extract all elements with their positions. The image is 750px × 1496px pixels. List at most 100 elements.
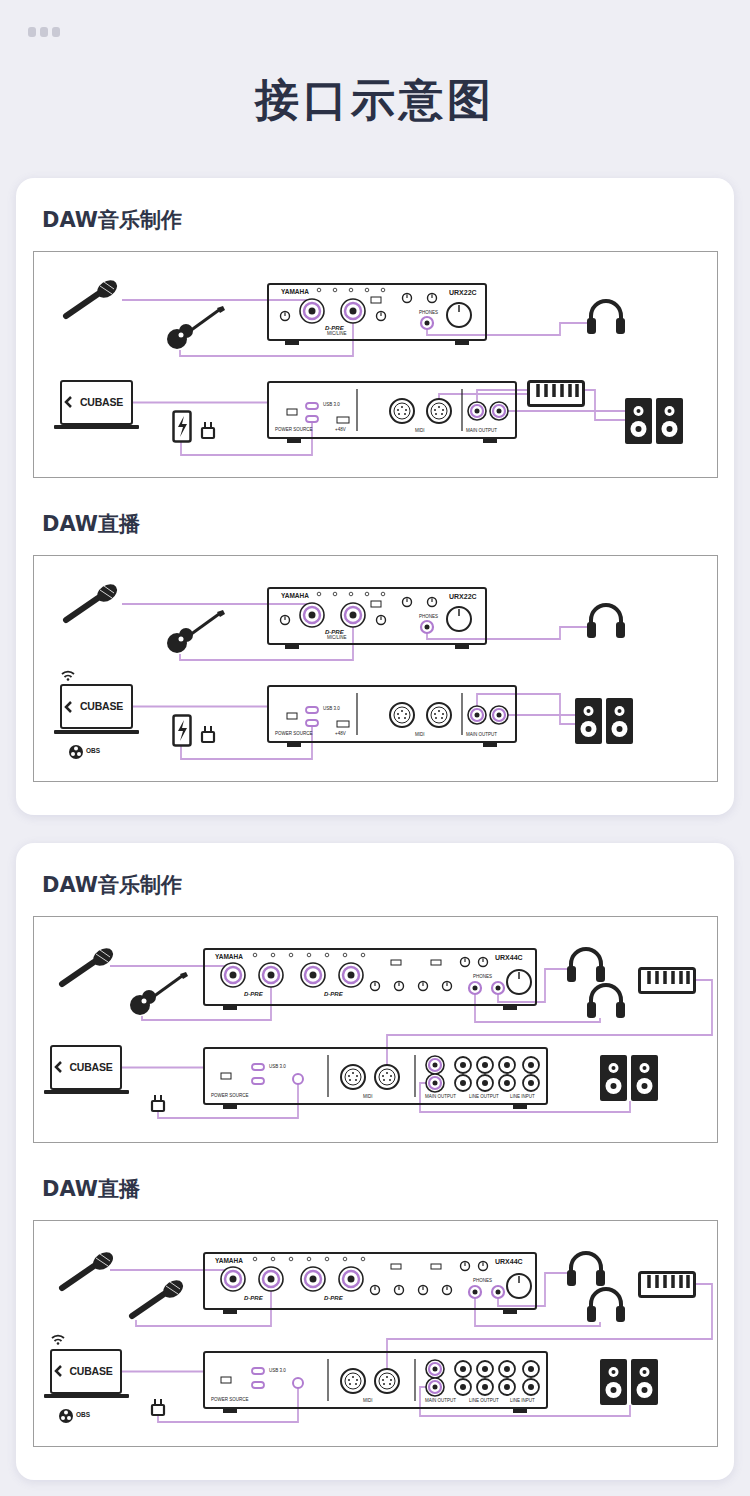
software-name: CUBASE <box>69 1366 112 1377</box>
panel-label: USB 3.0 <box>323 403 340 408</box>
section-heading: DAW音乐制作 <box>42 875 182 896</box>
logo-label: OBS <box>86 748 100 755</box>
microphone-icon <box>62 1249 116 1288</box>
section-heading: DAW直播 <box>42 514 140 535</box>
section-heading: DAW音乐制作 <box>42 210 182 231</box>
cable <box>439 394 527 399</box>
panel-label: D-PRE <box>325 325 344 331</box>
panel-label: +48V <box>335 428 346 433</box>
laptop: CUBASE <box>50 1045 122 1090</box>
panel-label: MIDI <box>363 1399 373 1404</box>
headphones-icon <box>587 1289 625 1322</box>
panel-label: D-PRE <box>324 991 343 997</box>
interface-rear: USB 3.0POWER SOURCE+48VMIDIMAIN OUTPUT <box>267 685 517 743</box>
rear-panel-details <box>287 693 508 747</box>
panel-label: MAIN OUTPUT <box>466 733 497 738</box>
panel-label: POWER SOURCE <box>211 1094 249 1099</box>
front-panel-details <box>281 592 472 649</box>
panel-label: PHONES <box>473 975 492 980</box>
rear-panel-details <box>221 1055 539 1109</box>
cables <box>110 1270 712 1422</box>
panel-label: +48V <box>335 732 346 737</box>
laptop: CUBASE <box>60 684 133 729</box>
interface-rear: USB 3.0POWER SOURCE MIDI MAIN OUTPUT LINE O… <box>203 1351 548 1409</box>
usb-cable <box>133 706 267 708</box>
microphone-icon <box>62 945 116 984</box>
rear-panel-details <box>221 1359 539 1413</box>
panel-label: D-PRE <box>325 629 344 635</box>
software-name: CUBASE <box>69 1062 112 1073</box>
speakers-icon <box>600 1359 658 1405</box>
window-dot <box>40 27 48 37</box>
laptop: CUBASE <box>60 380 133 425</box>
front-panel-details <box>281 288 472 345</box>
guitar-icon <box>167 306 225 349</box>
window-dot <box>28 27 36 37</box>
usb-cable <box>122 1371 203 1373</box>
keyboard-icon <box>529 382 584 406</box>
panel-label: URX44C <box>495 954 523 961</box>
panel-label: MIC/LINE <box>327 332 347 337</box>
panel-label: MIDI <box>363 1095 373 1100</box>
interface-front: YAMAHAURX22CD-PREMIC/LINEPHONES <box>267 283 487 341</box>
panel-label: POWER SOURCE <box>275 428 313 433</box>
power-icon <box>174 716 215 746</box>
front-panel-details <box>221 953 531 1010</box>
panel-label: PHONES <box>419 615 438 620</box>
software-name: CUBASE <box>80 397 123 408</box>
panel-label: MIDI <box>415 429 425 434</box>
panel-label: POWER SOURCE <box>211 1398 249 1403</box>
laptop: CUBASE <box>50 1349 122 1394</box>
headphones-icon <box>567 949 605 982</box>
keyboard-icon <box>640 1273 695 1297</box>
panel-label: D-PRE <box>244 1295 263 1301</box>
headphones-icon <box>567 1253 605 1286</box>
panel-label: LINE INPUT <box>510 1399 535 1404</box>
interface-front: YAMAHAURX44CD-PRED-PREPHONES <box>203 948 537 1006</box>
speakers-icon <box>625 398 683 444</box>
panel-label: LINE INPUT <box>510 1095 535 1100</box>
headphones-icon <box>587 985 625 1018</box>
headphones-icon <box>587 301 625 334</box>
panel-label: MAIN OUTPUT <box>425 1399 456 1404</box>
panel-label: MIDI <box>415 733 425 738</box>
panel-label: POWER SOURCE <box>275 732 313 737</box>
panel-label: URX44C <box>495 1258 523 1265</box>
cable <box>122 299 312 301</box>
cables <box>110 966 712 1118</box>
interface-rear: USB 3.0POWER SOURCE +48V MIDI MAIN OUTPUT <box>267 381 517 439</box>
panel-label: URX22C <box>449 593 477 600</box>
panel-label: USB 3.0 <box>269 1369 286 1374</box>
power-icon <box>174 412 215 442</box>
speakers-icon <box>575 698 633 744</box>
cable <box>122 603 312 605</box>
headphones-icon <box>587 605 625 638</box>
panel-label: MAIN OUTPUT <box>466 429 497 434</box>
guitar-icon <box>167 610 225 653</box>
panel-label: LINE OUTPUT <box>469 1399 499 1404</box>
wifi-icon <box>52 1336 64 1345</box>
plug-icon <box>152 1399 164 1415</box>
section-panel: DAW直播YAMAHAURX44CD-PRED-PREPHONESCUBASEU… <box>33 1220 718 1447</box>
speakers-icon <box>600 1055 658 1101</box>
plug-icon <box>152 1095 164 1111</box>
window-dot <box>52 27 60 37</box>
rear-panel-details <box>287 389 508 443</box>
section-heading: DAW直播 <box>42 1179 140 1200</box>
usb-cable <box>122 1067 203 1069</box>
obs-logo <box>59 1409 73 1423</box>
laptop-base <box>54 702 139 734</box>
section-panel: DAW音乐制作YAMAHAURX22CD-PREMIC/LINEPHONESCU… <box>33 251 718 478</box>
cable <box>110 965 226 967</box>
panel-label: YAMAHA <box>281 593 309 600</box>
logo-label: OBS <box>76 1412 90 1419</box>
panel-label: URX22C <box>449 289 477 296</box>
cable <box>508 714 575 716</box>
microphone-icon <box>66 581 120 620</box>
interface-front: YAMAHAURX44CD-PRED-PREPHONES <box>203 1252 537 1310</box>
panel-label: YAMAHA <box>215 1258 243 1265</box>
panel-label: PHONES <box>473 1279 492 1284</box>
obs-logo <box>69 745 83 759</box>
microphone-icon <box>66 277 120 316</box>
